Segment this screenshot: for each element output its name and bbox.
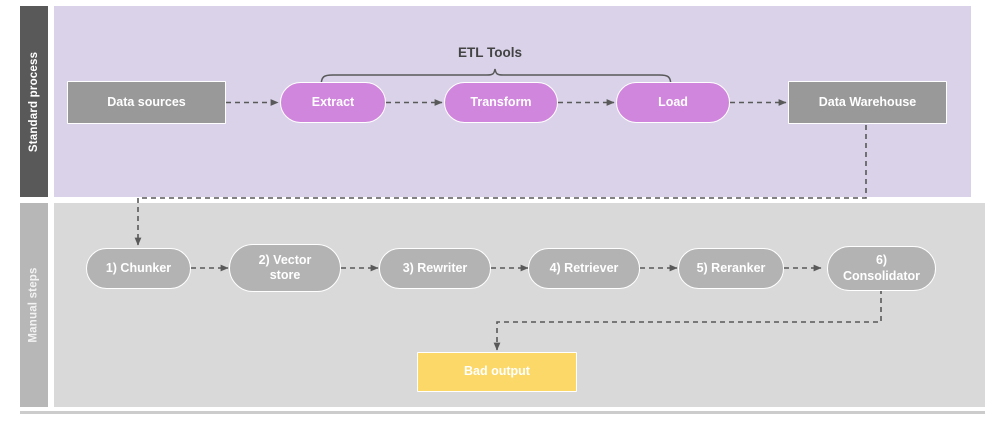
node-reranker[interactable]: 5) Reranker <box>678 248 784 289</box>
edge-warehouse-to-chunker <box>134 125 867 246</box>
etl-tools-label: ETL Tools <box>458 45 522 60</box>
node-vector-store[interactable]: 2) Vector store <box>229 244 341 292</box>
node-load[interactable]: Load <box>616 82 730 123</box>
bottom-divider <box>20 411 985 414</box>
node-bad-output[interactable]: Bad output <box>417 352 577 392</box>
node-chunker[interactable]: 1) Chunker <box>86 248 191 289</box>
lane-label-standard-process: Standard process <box>20 6 48 197</box>
etl-tools-bracket <box>320 68 672 88</box>
node-extract[interactable]: Extract <box>280 82 386 123</box>
node-transform[interactable]: Transform <box>444 82 558 123</box>
node-rewriter[interactable]: 3) Rewriter <box>379 248 491 289</box>
lane-label-manual-steps: Manual steps <box>20 203 48 407</box>
node-data-sources[interactable]: Data sources <box>67 81 226 124</box>
node-consolidator[interactable]: 6) Consolidator <box>827 246 936 291</box>
node-data-warehouse[interactable]: Data Warehouse <box>788 81 947 124</box>
edge-consolidator-to-bad-output <box>493 289 882 351</box>
node-retriever[interactable]: 4) Retriever <box>528 248 640 289</box>
